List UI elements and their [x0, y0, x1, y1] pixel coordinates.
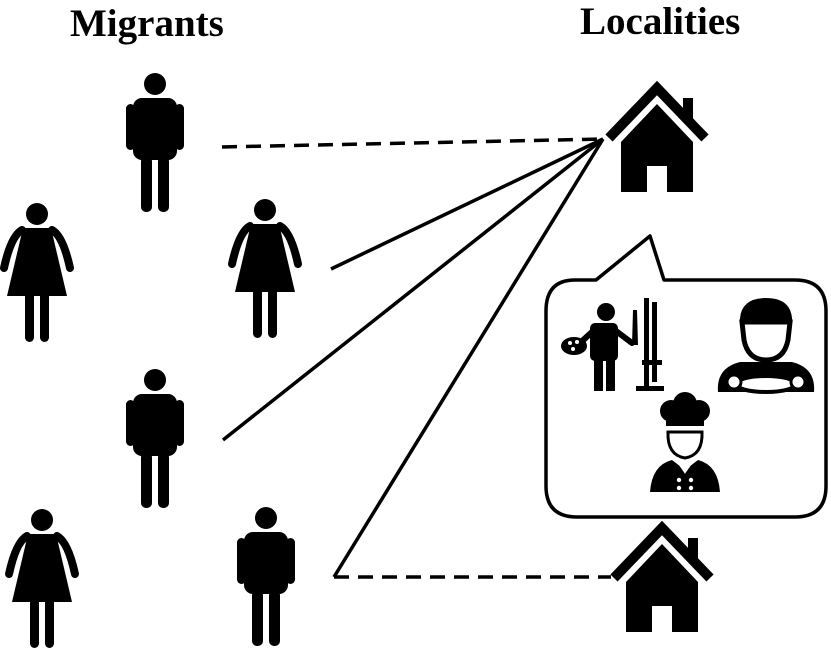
connections [221, 137, 611, 579]
driver-icon [717, 298, 815, 394]
dashed-link-top [221, 137, 604, 149]
woman-figure-left [4, 203, 70, 342]
link-man-middle [221, 137, 605, 442]
woman-figure-bottom [9, 509, 75, 648]
migrants-heading: Migrants [70, 2, 224, 45]
house-icon-top [609, 88, 705, 192]
link-man-bottom [332, 138, 605, 578]
man-figure-top [126, 73, 184, 212]
chef-icon [650, 392, 720, 492]
woman-figure-middle [232, 199, 298, 338]
localities-heading: Localities [580, 0, 741, 43]
house-icon-bottom [614, 528, 710, 632]
painter-icon [561, 298, 664, 391]
link-woman-middle [330, 137, 604, 271]
man-figure-bottom [237, 507, 295, 646]
man-figure-middle [126, 369, 184, 508]
